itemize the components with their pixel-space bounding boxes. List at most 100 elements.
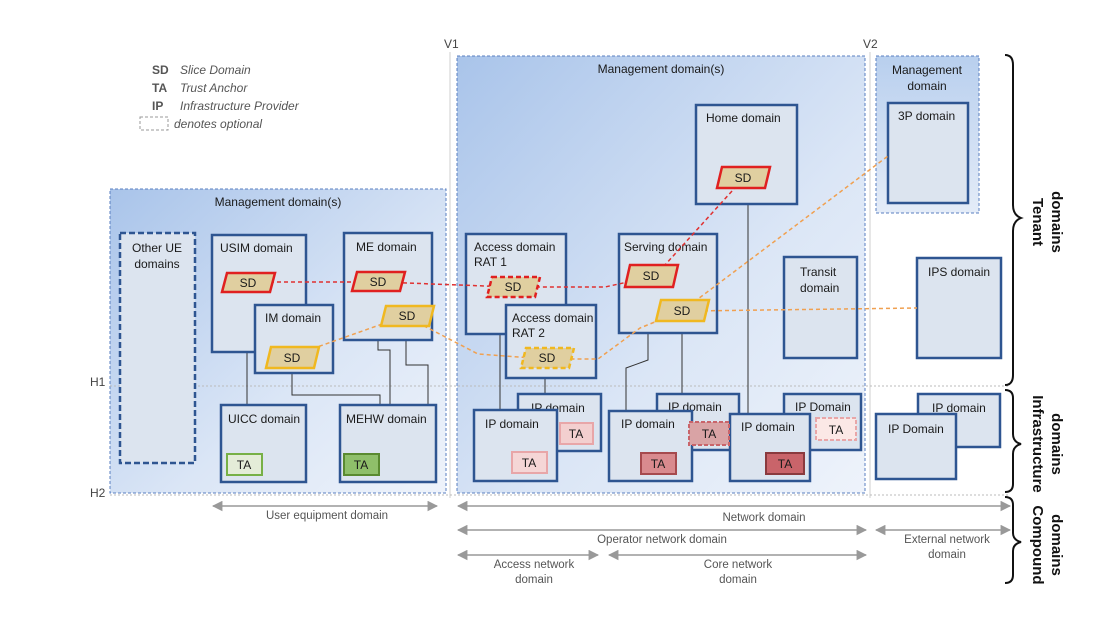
- svg-text:SD: SD: [643, 269, 660, 283]
- transit-domain-label-2: domain: [800, 281, 839, 295]
- ip-domain-label-core-front-2: IP domain: [741, 420, 795, 434]
- home-domain-label: Home domain: [706, 111, 781, 125]
- svg-text:TA: TA: [522, 456, 536, 470]
- svg-text:SD: SD: [240, 276, 257, 290]
- svg-text:domains: domains: [1048, 413, 1065, 475]
- sd-access-rat2: SD: [519, 346, 576, 370]
- svg-text:SD: SD: [674, 304, 691, 318]
- ta-access-back: TA: [559, 422, 594, 445]
- ips-domain-box: [915, 256, 1003, 360]
- legend-text-sd: Slice Domain: [180, 63, 251, 77]
- legend-key-ip: IP: [152, 99, 163, 113]
- span-core-network-1: Core network: [704, 559, 773, 571]
- svg-text:TA: TA: [354, 458, 368, 472]
- svg-text:domains: domains: [1048, 514, 1065, 576]
- svg-text:Infrastructure: Infrastructure: [1029, 395, 1046, 493]
- ip-domain-label-core-back-2: IP Domain: [795, 400, 851, 414]
- ip-domain-box-core-front-1: [607, 409, 694, 483]
- span-core-network-2: domain: [719, 574, 757, 586]
- other-ue-domains-box: [118, 231, 197, 465]
- 3p-domain-label: 3P domain: [898, 109, 955, 123]
- other-ue-label-2: domains: [134, 257, 179, 271]
- transit-domain-box: [782, 255, 859, 360]
- network-management-label: Management domain(s): [598, 62, 725, 76]
- svg-text:SD: SD: [539, 351, 556, 365]
- ips-domain-label: IPS domain: [928, 265, 990, 279]
- span-external-2: domain: [928, 549, 966, 561]
- svg-text:SD: SD: [735, 171, 752, 185]
- svg-text:TA: TA: [778, 457, 792, 471]
- ip-domain-box-external-front: [874, 412, 958, 481]
- svg-text:SD: SD: [399, 309, 416, 323]
- ip-domain-label-external-front: IP Domain: [888, 422, 944, 436]
- legend-text-ip: Infrastructure Provider: [180, 99, 300, 113]
- v1-label: V1: [444, 37, 459, 51]
- me-domain-label: ME domain: [356, 240, 417, 254]
- svg-text:TA: TA: [237, 458, 251, 472]
- sd-me: SD: [350, 270, 407, 293]
- transit-domain-label-1: Transit: [800, 265, 837, 279]
- svg-text:Tenant: Tenant: [1029, 198, 1046, 246]
- other-ue-label-1: Other UE: [132, 241, 182, 255]
- legend-optional-text: denotes optional: [174, 117, 262, 131]
- sd-home: SD: [715, 165, 772, 190]
- mehw-domain-label: MEHW domain: [346, 412, 427, 426]
- svg-text:domains: domains: [1048, 191, 1065, 253]
- h1-label: H1: [90, 375, 106, 389]
- span-access-network-1: Access network: [494, 559, 575, 571]
- ip-domain-label-external-back: IP domain: [932, 401, 986, 415]
- ta-core-back-1-optional: TA: [688, 421, 730, 446]
- svg-text:SD: SD: [284, 351, 301, 365]
- span-access-network-2: domain: [515, 574, 553, 586]
- access-rat1-label-2: RAT 1: [474, 255, 507, 269]
- svg-text:TA: TA: [702, 427, 716, 441]
- v2-label: V2: [863, 37, 878, 51]
- ip-domain-label-access-front: IP domain: [485, 417, 539, 431]
- sd-usim: SD: [220, 271, 277, 294]
- uicc-domain-label: UICC domain: [228, 412, 300, 426]
- usim-domain-label: USIM domain: [220, 241, 293, 255]
- sd-me-optional: SD: [379, 304, 436, 328]
- sd-im: SD: [264, 345, 321, 370]
- legend-key-sd: SD: [152, 63, 169, 77]
- span-operator-network: Operator network domain: [597, 534, 727, 546]
- ta-access-front: TA: [511, 451, 548, 474]
- access-rat2-label-1: Access domain: [512, 311, 593, 325]
- sd-access-rat1: SD: [485, 275, 542, 299]
- access-rat1-label-1: Access domain: [474, 240, 555, 254]
- legend-key-ta: TA: [152, 81, 167, 95]
- ip-domain-label-core-front-1: IP domain: [621, 417, 675, 431]
- svg-text:SD: SD: [505, 280, 522, 294]
- side-label-infrastructure: Infrastructure domains: [1029, 395, 1065, 493]
- span-network: Network domain: [722, 512, 805, 524]
- span-user-equipment: User equipment domain: [266, 510, 388, 522]
- im-domain-label: IM domain: [265, 311, 321, 325]
- ue-management-label: Management domain(s): [215, 195, 342, 209]
- legend-optional-swatch: [139, 116, 169, 131]
- external-management-label-2: domain: [907, 79, 946, 93]
- svg-text:TA: TA: [651, 457, 665, 471]
- ta-uicc: TA: [226, 453, 263, 476]
- side-braces: [1004, 54, 1024, 584]
- legend-text-ta: Trust Anchor: [180, 81, 248, 95]
- access-rat2-box: [504, 303, 598, 380]
- legend: SD Slice Domain TA Trust Anchor IP Infra…: [139, 63, 300, 131]
- svg-text:TA: TA: [829, 423, 843, 437]
- 3p-domain-box: [886, 101, 970, 205]
- sd-serving-1: SD: [623, 263, 680, 289]
- orange-path-to-ips: [689, 307, 918, 312]
- serving-domain-label: Serving domain: [624, 240, 707, 254]
- svg-text:SD: SD: [370, 275, 387, 289]
- side-label-compound: Compound domains: [1029, 505, 1065, 584]
- span-external-1: External network: [904, 534, 990, 546]
- ta-core-back-2-optional: TA: [815, 417, 857, 441]
- external-management-label-1: Management: [892, 63, 963, 77]
- ta-mehw: TA: [343, 453, 380, 476]
- span-arrows: [211, 500, 1012, 561]
- access-rat2-label-2: RAT 2: [512, 326, 545, 340]
- ta-core-front-1: TA: [640, 452, 677, 475]
- h2-label: H2: [90, 486, 106, 500]
- side-label-tenant: Tenant domains: [1029, 191, 1065, 253]
